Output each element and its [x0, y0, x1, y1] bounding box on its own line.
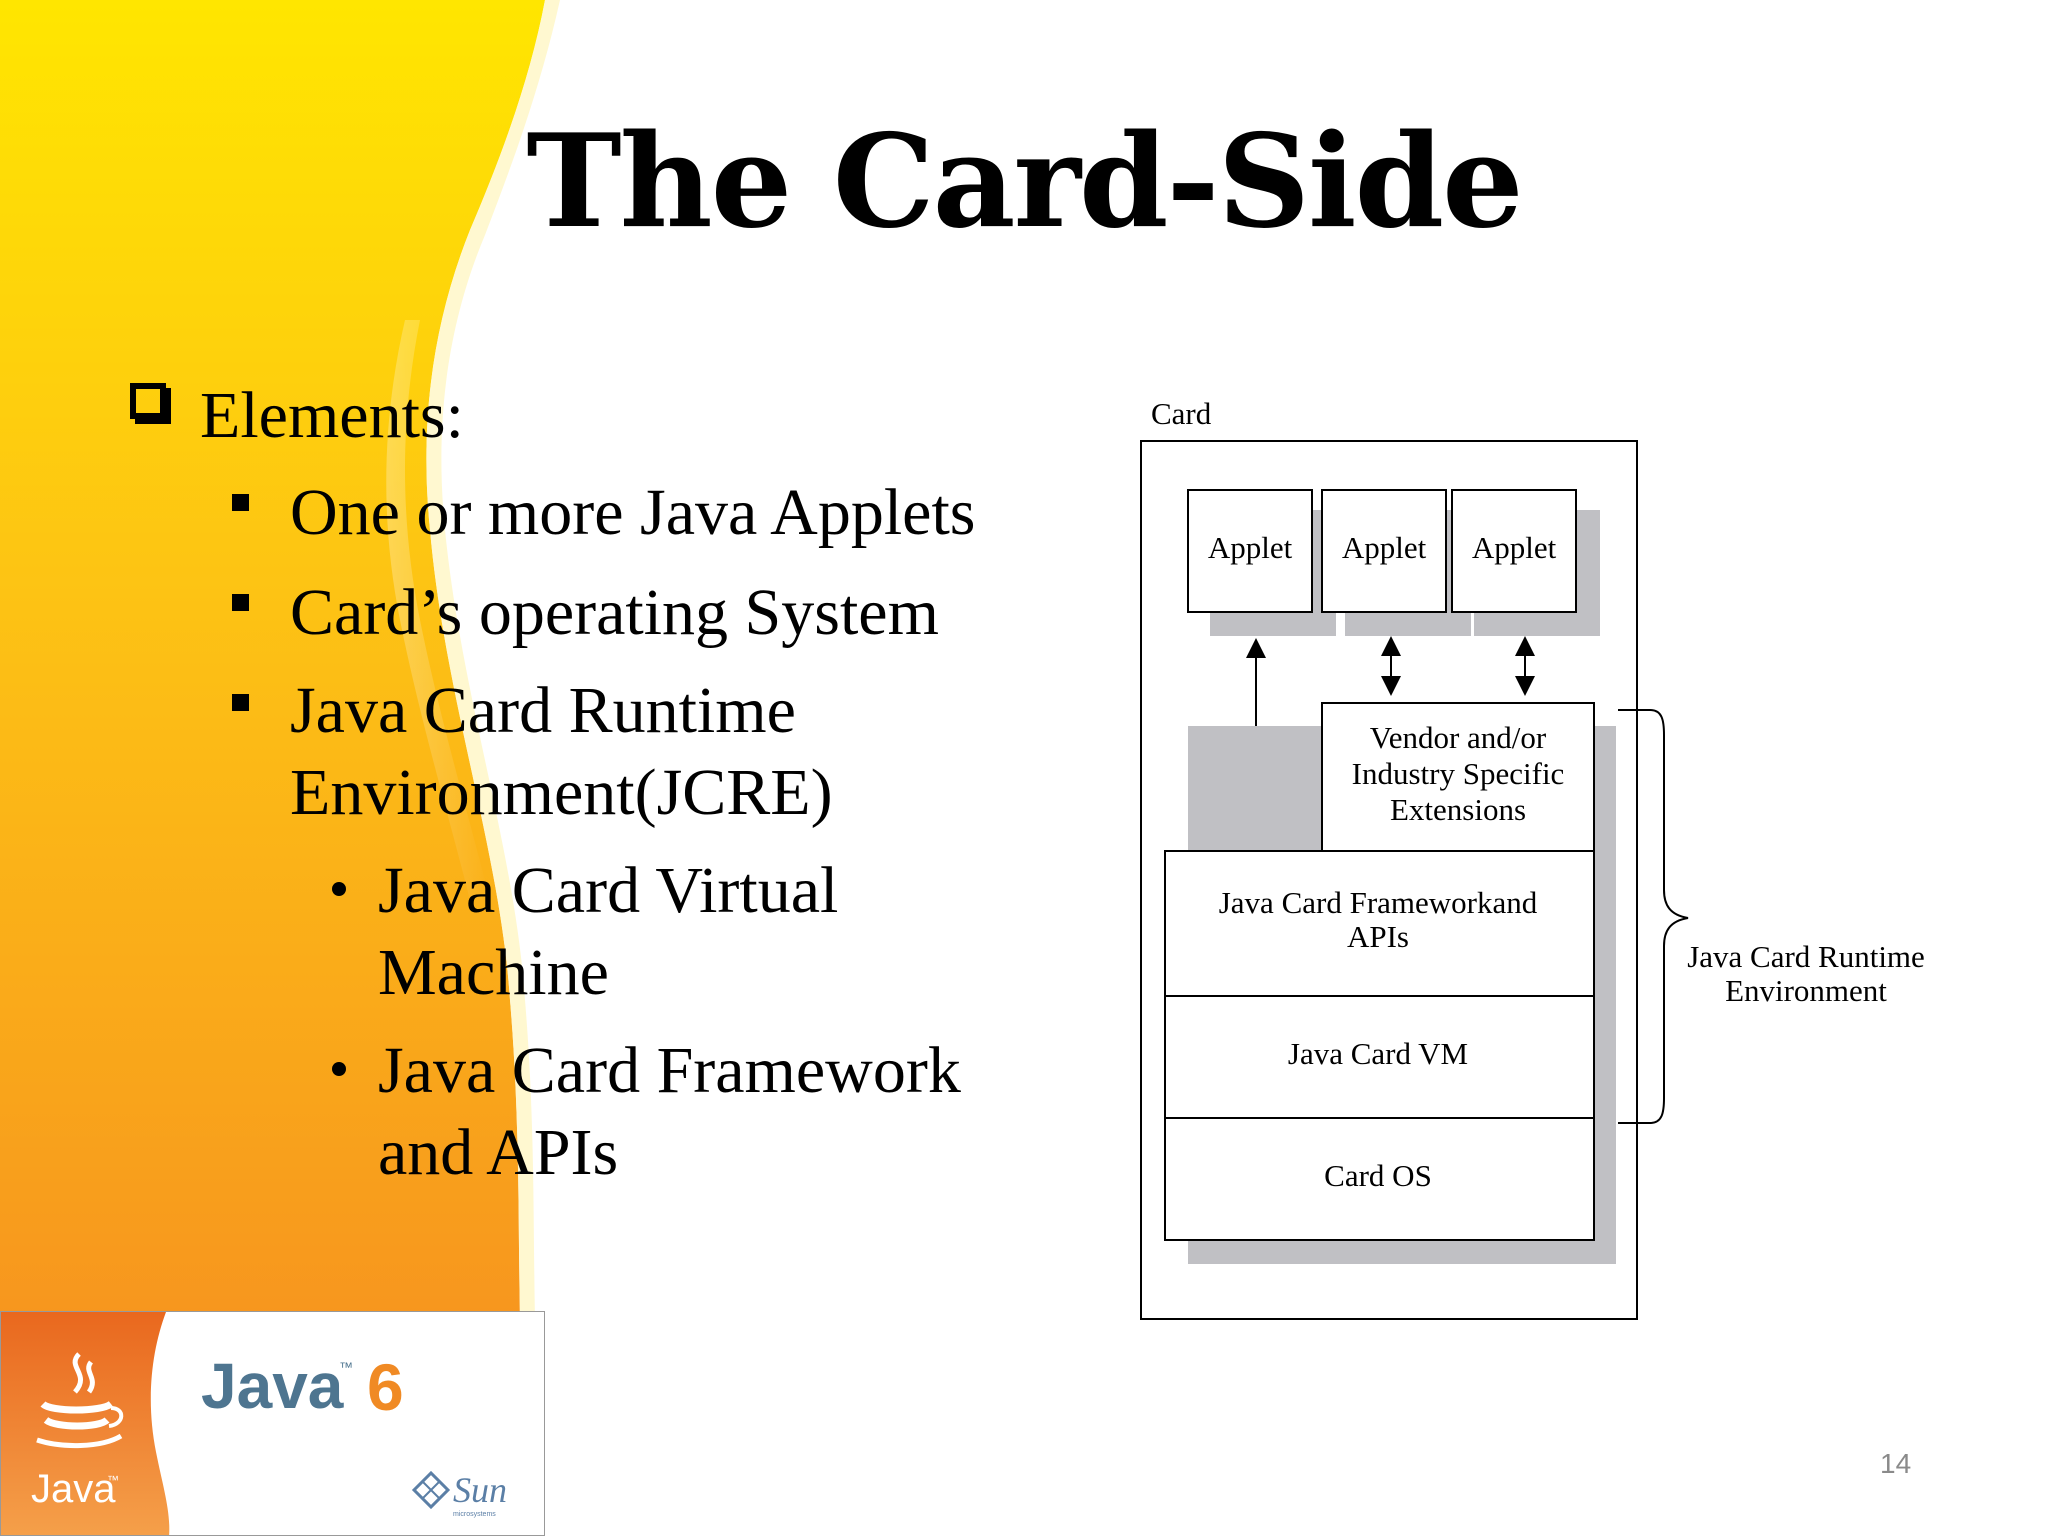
tm-mark: ™: [339, 1359, 353, 1375]
jcre-brace: [1618, 709, 1689, 1124]
jcre-label: Environment: [1725, 973, 1887, 1008]
elements-heading: Elements:: [200, 379, 464, 452]
vendor-text: Vendor and/or: [1370, 720, 1547, 755]
square-bullet-icon: [232, 594, 249, 611]
list-item-applets: One or more Java Applets: [290, 476, 976, 549]
sun-logo-icon: [411, 1470, 451, 1510]
hollow-square-bullet-icon: [130, 383, 166, 419]
sun-subtitle: microsystems: [453, 1511, 496, 1518]
framework-text: Java Card Frameworkand: [1219, 885, 1538, 920]
applet-box-1: [1187, 489, 1313, 613]
vendor-text: Extensions: [1390, 792, 1526, 827]
vendor-text: Industry Specific: [1352, 756, 1565, 791]
card-label: Card: [1151, 396, 1212, 431]
framework-apis-box: [1164, 850, 1595, 997]
list-item-jcre: Java Card Runtime Environment(JCRE): [290, 674, 833, 829]
round-bullet-icon: [332, 882, 346, 896]
applet-box-3: [1451, 489, 1577, 613]
applet-label: Applet: [1472, 530, 1557, 565]
java6-logo: Java ™ Java ™ 6 Sun microsystems: [0, 1311, 545, 1536]
sub-item-framework: Java Card Framework and APIs: [378, 1034, 961, 1189]
java-cup-word: Java: [31, 1467, 116, 1511]
square-bullet-icon: [232, 694, 249, 711]
os-text: Card OS: [1324, 1158, 1432, 1193]
square-bullet-icon: [232, 494, 249, 511]
vm-text: Java Card VM: [1288, 1036, 1468, 1071]
card-os-box: [1164, 1117, 1595, 1241]
slide-title: The Card-Side: [526, 107, 1523, 257]
list-item-operating-system: Card’s operating System: [290, 576, 939, 649]
sun-wordmark: Sun: [453, 1470, 507, 1510]
vendor-extensions-box: [1321, 702, 1595, 852]
page-number: 14: [1880, 1448, 1912, 1479]
sub-item-jcvm: Java Card Virtual Machine: [378, 854, 839, 1009]
applet-box-2: [1321, 489, 1447, 613]
java-cup-icon: [36, 1352, 124, 1449]
version-number: 6: [367, 1350, 404, 1424]
applet-label: Applet: [1342, 530, 1427, 565]
applet-label: Applet: [1208, 530, 1293, 565]
round-bullet-icon: [332, 1062, 346, 1076]
java-wordmark: Java: [201, 1350, 344, 1422]
framework-text: APIs: [1347, 919, 1409, 954]
tm-mark: ™: [107, 1473, 119, 1487]
jcre-label: Java Card Runtime: [1687, 939, 1925, 974]
